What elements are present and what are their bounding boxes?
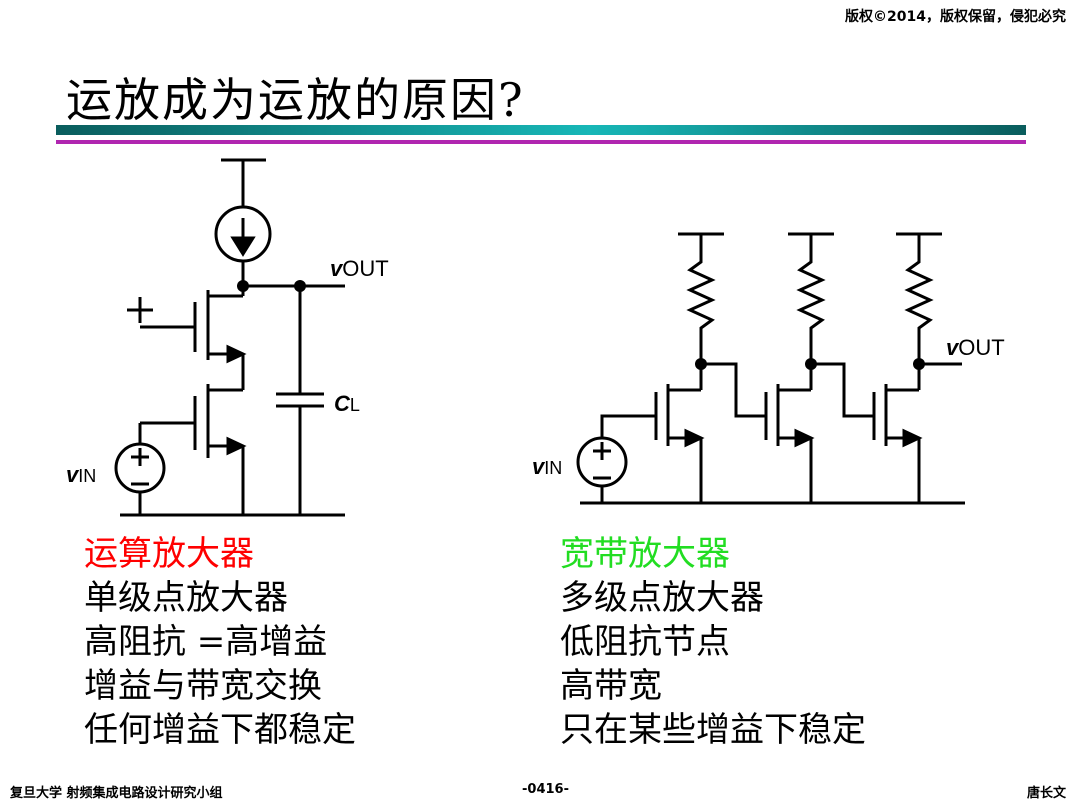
current-source-arrow xyxy=(230,236,256,257)
wideband-properties-list: 宽带放大器 多级点放大器 低阻抗节点 高带宽 只在某些增益下稳定 xyxy=(560,532,866,752)
resistor-2 xyxy=(796,234,826,364)
list-item: 单级点放大器 xyxy=(84,578,288,618)
left-vout-node-1 xyxy=(237,280,249,292)
list-item: 多级点放大器 xyxy=(560,578,764,618)
list-item: 高阻抗 =高增益 xyxy=(84,622,328,662)
right-vout-label: vOUT xyxy=(946,335,1005,360)
left-vout-node-2 xyxy=(294,280,306,292)
left-vin-label: vIN xyxy=(66,462,96,487)
wideband-heading: 宽带放大器 xyxy=(560,534,730,574)
footer-author: 唐长文 xyxy=(1026,786,1066,801)
resistor-3 xyxy=(904,234,934,364)
left-vout-label: vOUT xyxy=(330,256,389,281)
copyright-notice: 版权©2014，版权保留，侵犯必究 xyxy=(845,9,1066,25)
footer-institution: 复旦大学 射频集成电路设计研究小组 xyxy=(10,786,223,801)
opamp-properties-list: 运算放大器 单级点放大器 高阻抗 =高增益 增益与带宽交换 任何增益下都稳定 xyxy=(84,532,356,752)
title-underline-purple xyxy=(56,140,1026,144)
list-item: 只在某些增益下稳定 xyxy=(560,710,866,750)
resistor-1 xyxy=(686,234,716,364)
list-item: 任何增益下都稳定 xyxy=(84,710,356,750)
list-item: 增益与带宽交换 xyxy=(84,666,322,706)
list-item: 低阻抗节点 xyxy=(560,622,730,662)
slide-title: 运放成为运放的原因? xyxy=(66,73,525,127)
footer-page-number: -0416- xyxy=(522,782,569,797)
cl-label: CL xyxy=(334,391,360,416)
list-item: 高带宽 xyxy=(560,666,662,706)
right-vin-label: vIN xyxy=(532,454,562,479)
right-circuit-wideband xyxy=(576,232,965,505)
title-underline-teal xyxy=(56,125,1026,135)
opamp-heading: 运算放大器 xyxy=(84,534,254,574)
left-circuit-opamp xyxy=(114,158,345,517)
